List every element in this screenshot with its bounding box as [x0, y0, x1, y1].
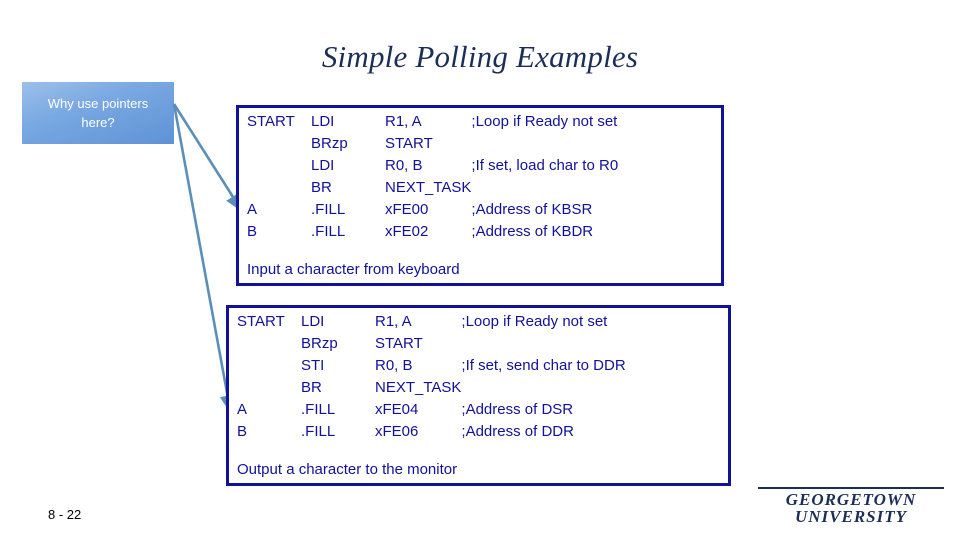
- code-operand: xFE04: [375, 401, 419, 418]
- code-row: BRzp START: [247, 135, 618, 157]
- code-operand: xFE06: [375, 423, 419, 440]
- input-example-box: START LDI R1, A ;Loop if Ready not set B…: [236, 105, 724, 286]
- output-example-caption: Output a character to the monitor: [237, 461, 458, 478]
- georgetown-university-logo: GEORGETOWN UNIVERSITY: [758, 487, 944, 525]
- code-comment: ;Address of DSR: [461, 401, 574, 418]
- callout-line-2: here?: [81, 115, 115, 130]
- code-opcode: .FILL: [301, 423, 336, 440]
- code-label: [247, 135, 311, 157]
- code-opcode: BRzp: [301, 335, 338, 352]
- code-opcode: LDI: [301, 313, 325, 330]
- code-row: A .FILL xFE00 ;Address of KBSR: [247, 201, 618, 223]
- code-comment: [471, 135, 618, 157]
- code-operand: R1, A: [385, 113, 422, 130]
- code-row: B .FILL xFE02 ;Address of KBDR: [247, 223, 618, 245]
- code-operand: xFE00: [385, 201, 429, 218]
- code-row: A .FILL xFE04 ;Address of DSR: [237, 401, 626, 423]
- code-comment: ;Address of DDR: [461, 423, 574, 440]
- page-title: Simple Polling Examples: [321, 39, 639, 74]
- code-opcode: .FILL: [311, 223, 346, 240]
- logo-line-university: UNIVERSITY: [794, 507, 908, 526]
- code-opcode: .FILL: [301, 401, 336, 418]
- output-example-box: START LDI R1, A ;Loop if Ready not set B…: [226, 305, 731, 486]
- code-opcode: BR: [301, 379, 322, 396]
- code-operand: NEXT_TASK: [385, 179, 472, 196]
- logo-line-georgetown: GEORGETOWN: [785, 490, 917, 509]
- code-comment: ;If set, load char to R0: [471, 157, 619, 174]
- code-comment: ;Loop if Ready not set: [471, 113, 618, 130]
- code-label: [247, 179, 311, 201]
- code-label: [237, 335, 301, 357]
- code-operand: R0, B: [375, 357, 413, 374]
- code-comment: [461, 335, 625, 357]
- code-opcode: LDI: [311, 113, 335, 130]
- input-example-code: START LDI R1, A ;Loop if Ready not set B…: [247, 113, 618, 245]
- code-comment: ;Address of KBDR: [471, 223, 594, 240]
- code-label: [247, 157, 311, 179]
- code-label: A: [237, 401, 248, 418]
- code-operand: START: [375, 335, 423, 352]
- code-label: A: [247, 201, 258, 218]
- code-label: [237, 379, 301, 401]
- code-row: START LDI R1, A ;Loop if Ready not set: [237, 313, 626, 335]
- code-comment: ;Address of KBSR: [471, 201, 593, 218]
- output-example-code: START LDI R1, A ;Loop if Ready not set B…: [237, 313, 626, 445]
- code-opcode: BR: [311, 179, 332, 196]
- code-row: BRzp START: [237, 335, 626, 357]
- code-label: START: [237, 313, 285, 330]
- code-comment: [461, 379, 625, 401]
- arrow-to-output-a: [172, 103, 236, 414]
- code-row: START LDI R1, A ;Loop if Ready not set: [247, 113, 618, 135]
- code-operand: R0, B: [385, 157, 423, 174]
- code-opcode: STI: [301, 357, 325, 374]
- code-comment: ;If set, send char to DDR: [461, 357, 626, 374]
- code-label: B: [237, 423, 248, 440]
- code-opcode: LDI: [311, 157, 335, 174]
- why-use-pointers-callout[interactable]: Why use pointers here?: [22, 82, 174, 144]
- code-row: LDI R0, B ;If set, load char to R0: [247, 157, 618, 179]
- code-operand: NEXT_TASK: [375, 379, 462, 396]
- code-comment: ;Loop if Ready not set: [461, 313, 608, 330]
- code-opcode: BRzp: [311, 135, 348, 152]
- code-label: START: [247, 113, 295, 130]
- code-row: BR NEXT_TASK: [237, 379, 626, 401]
- code-opcode: .FILL: [311, 201, 346, 218]
- input-example-caption: Input a character from keyboard: [247, 261, 460, 278]
- code-label: B: [247, 223, 258, 240]
- callout-line-1: Why use pointers: [47, 96, 149, 111]
- code-row: B .FILL xFE06 ;Address of DDR: [237, 423, 626, 445]
- code-operand: R1, A: [375, 313, 412, 330]
- code-row: BR NEXT_TASK: [247, 179, 618, 201]
- arrow-to-input-a: [172, 103, 243, 212]
- logo-divider: [758, 487, 944, 489]
- code-label: [237, 357, 301, 379]
- code-row: STI R0, B ;If set, send char to DDR: [237, 357, 626, 379]
- code-operand: xFE02: [385, 223, 429, 240]
- code-operand: START: [385, 135, 433, 152]
- page-number: 8 - 22: [48, 507, 82, 522]
- code-comment: [471, 179, 618, 201]
